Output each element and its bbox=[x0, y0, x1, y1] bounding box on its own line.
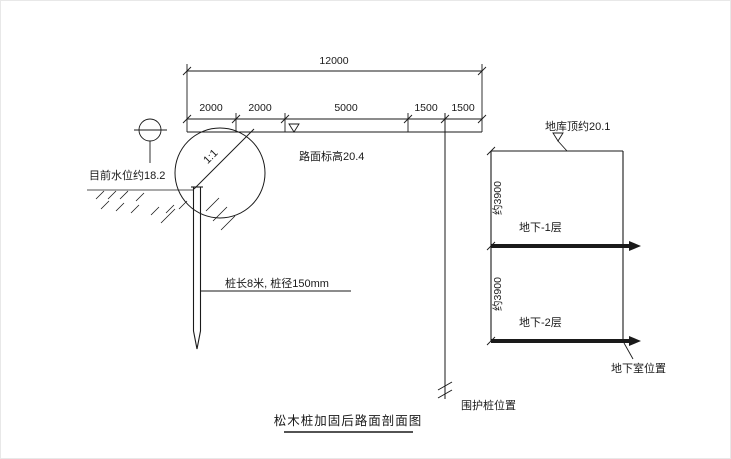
retaining-pile-label: 围护桩位置 bbox=[461, 398, 516, 412]
benchmark-symbol bbox=[134, 118, 167, 163]
timber-pile bbox=[191, 186, 203, 350]
ground-hatch bbox=[160, 197, 236, 231]
basement-structure bbox=[486, 146, 641, 346]
slope-ratio-label: 1:1 bbox=[201, 147, 220, 166]
level2-height-label: 约3900 bbox=[491, 277, 504, 311]
basement-leader-line bbox=[623, 342, 634, 360]
water-surface bbox=[87, 189, 194, 216]
garage-top-label: 地库顶约20.1 bbox=[545, 120, 610, 133]
dim-seg-2: 2000 bbox=[248, 102, 272, 114]
pile-spec-label: 桩长8米, 桩径150mm bbox=[225, 276, 329, 290]
water-level-label: 目前水位约18.2 bbox=[89, 168, 165, 182]
dim-seg-3: 5000 bbox=[334, 102, 358, 114]
drawing-title: 松木桩加固后路面剖面图 bbox=[274, 413, 423, 428]
floor1-label: 地下-1层 bbox=[519, 221, 562, 234]
detail-circle bbox=[174, 127, 266, 219]
road-elevation-marker bbox=[288, 123, 300, 133]
overall-dimension-line bbox=[182, 64, 487, 132]
slope-line bbox=[193, 128, 255, 190]
road-elevation-label: 路面标高20.4 bbox=[299, 149, 364, 163]
dim-seg-5: 1500 bbox=[451, 102, 475, 114]
dim-seg-4: 1500 bbox=[414, 102, 438, 114]
dim-total-label: 12000 bbox=[319, 55, 348, 67]
garage-top-marker bbox=[552, 132, 568, 152]
basement-label: 地下室位置 bbox=[611, 361, 666, 375]
retaining-pile-line bbox=[437, 113, 453, 399]
floor2-label: 地下-2层 bbox=[519, 316, 562, 329]
dim-seg-1: 2000 bbox=[199, 102, 223, 114]
level1-height-label: 约3900 bbox=[491, 181, 504, 215]
